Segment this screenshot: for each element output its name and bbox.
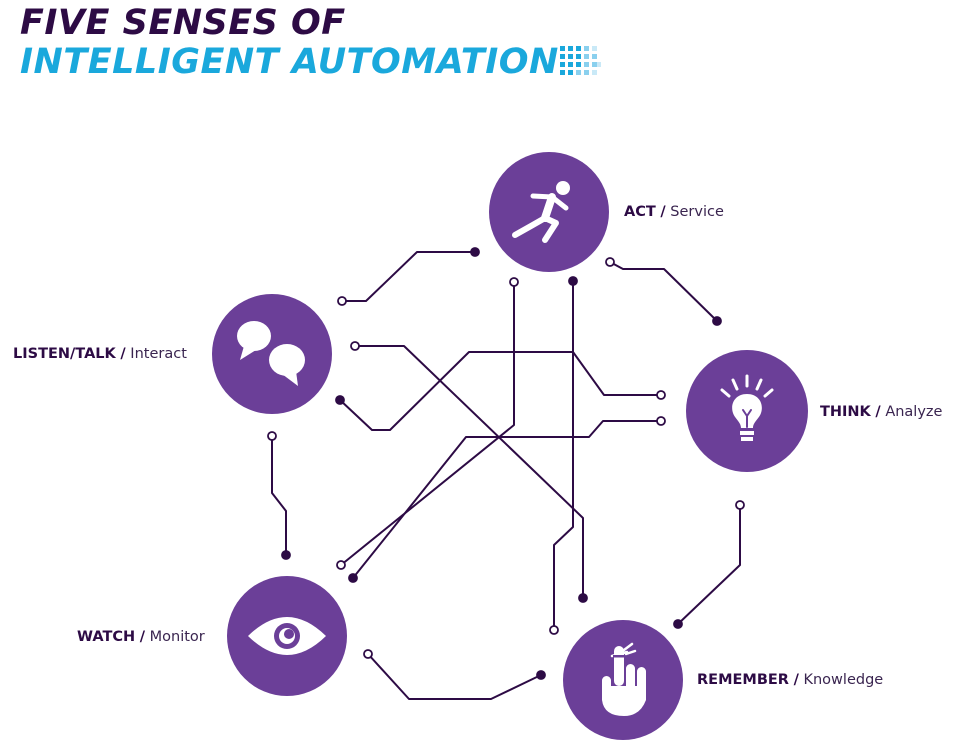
connector-node-solid <box>712 316 722 326</box>
speech-bubbles-icon <box>237 321 305 386</box>
act-name: ACT <box>624 204 656 220</box>
connector-node-open <box>605 257 615 267</box>
connector-line <box>352 420 662 579</box>
think-label: THINK / Analyze <box>820 402 942 422</box>
listen-talk-separator: / <box>120 346 126 362</box>
connector-line <box>609 261 718 322</box>
listen-talk-label: LISTEN/TALK / Interact <box>13 344 187 364</box>
think-node <box>686 350 808 472</box>
connector-node-open <box>350 341 360 351</box>
connector-node-open <box>509 277 519 287</box>
listen-talk-sub: Interact <box>130 346 187 362</box>
title-line-1: FIVE SENSES OF <box>20 3 346 43</box>
connector-node-open <box>337 296 347 306</box>
connector-node-solid <box>673 619 683 629</box>
watch-sub: Monitor <box>149 629 205 645</box>
connector-node-solid <box>281 550 291 560</box>
act-separator: / <box>660 204 666 220</box>
connector-node-open <box>735 500 745 510</box>
think-name: THINK <box>820 404 871 420</box>
act-label: ACT / Service <box>624 202 724 222</box>
think-separator: / <box>875 404 881 420</box>
pixel-dots-icon <box>560 46 601 75</box>
connector-node-solid <box>578 593 588 603</box>
remember-label: REMEMBER / Knowledge <box>697 670 883 690</box>
act-sub: Service <box>670 204 724 220</box>
connector-line <box>340 281 515 566</box>
remember-sub: Knowledge <box>803 672 884 688</box>
title-line-2: INTELLIGENT AUTOMATION <box>20 42 559 82</box>
connector-node-open <box>363 649 373 659</box>
connector-node-solid <box>536 670 546 680</box>
connector-node-solid <box>335 395 345 405</box>
eye-icon <box>248 617 326 655</box>
connector-node-open <box>267 431 277 441</box>
connector-node-solid <box>470 247 480 257</box>
connector-line <box>341 251 476 302</box>
connector-node-open <box>656 416 666 426</box>
watch-name: WATCH <box>77 629 136 645</box>
watch-separator: / <box>139 629 146 645</box>
connector-node-open <box>336 560 346 570</box>
remember-name: REMEMBER <box>697 672 789 688</box>
connector-node-solid <box>568 276 578 286</box>
watch-label: WATCH / Monitor <box>77 627 205 647</box>
connector-line <box>677 504 741 625</box>
connector-line <box>271 435 287 556</box>
listen-talk-name: LISTEN/TALK <box>13 346 116 362</box>
connector-line <box>553 280 574 631</box>
connector-node-open <box>549 625 559 635</box>
watch-node <box>227 576 347 696</box>
connector-line <box>354 345 584 599</box>
connector-node-open <box>656 390 666 400</box>
lightbulb-icon <box>720 374 774 441</box>
finger-string-icon <box>602 642 646 716</box>
connector-node-solid <box>348 573 358 583</box>
listen-talk-node <box>212 294 332 414</box>
connector-line <box>339 351 662 431</box>
remember-node <box>563 620 683 740</box>
running-person-icon <box>512 181 570 243</box>
act-node <box>489 152 609 272</box>
remember-separator: / <box>793 672 799 688</box>
connector-line <box>367 653 542 700</box>
think-sub: Analyze <box>885 404 943 420</box>
